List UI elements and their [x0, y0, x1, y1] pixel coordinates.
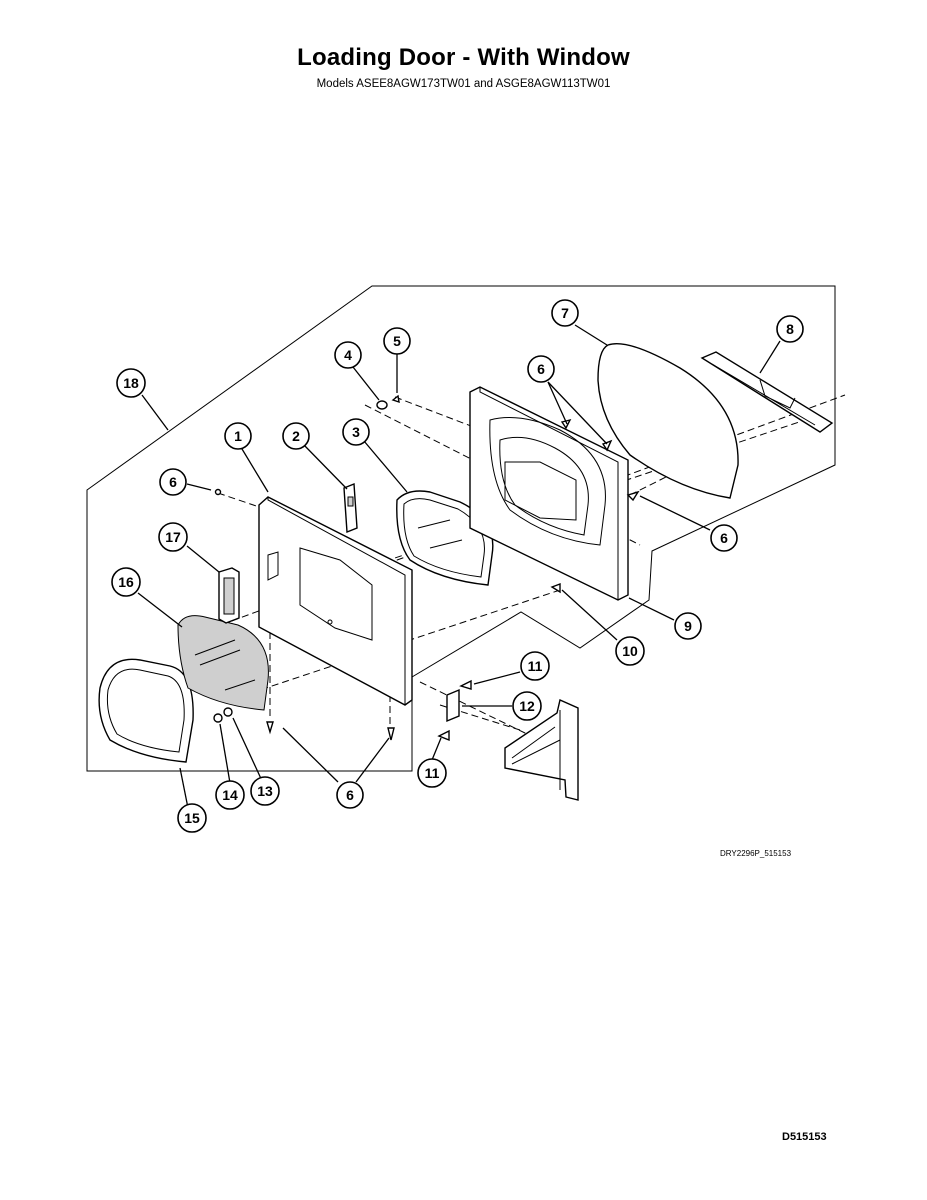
part-inner-door-panel — [469, 386, 629, 601]
part-hinge-hardware — [437, 582, 561, 742]
leader-lines — [137, 324, 781, 809]
callout-label: 16 — [118, 574, 134, 590]
callout-label: 7 — [561, 305, 569, 321]
callout-label: 5 — [393, 333, 401, 349]
callout-18: 18 — [116, 368, 146, 398]
callout-label: 11 — [425, 765, 440, 781]
part-window-trim — [98, 658, 194, 763]
document-number: D515153 — [782, 1131, 827, 1143]
callout-15: 15 — [177, 803, 207, 833]
diagram-subtitle: Models ASEE8AGW173TW01 and ASGE8AGW113TW… — [316, 78, 611, 90]
callout-label: 14 — [222, 787, 238, 803]
diagram-title: Loading Door - With Window — [297, 44, 630, 71]
callout-label: 8 — [786, 321, 794, 337]
part-screws — [213, 418, 640, 741]
callout-label: 6 — [720, 530, 728, 546]
callout-label: 9 — [684, 618, 692, 634]
part-door-strike — [343, 482, 358, 534]
callout-6: 6 — [710, 524, 738, 552]
callout-label: 1 — [234, 428, 242, 444]
callout-label: 2 — [292, 428, 300, 444]
callout-11: 11 — [417, 758, 447, 788]
callout-10: 10 — [615, 636, 645, 666]
callout-8: 8 — [776, 315, 804, 343]
callout-label: 17 — [165, 529, 181, 545]
part-handle-bezel — [218, 567, 240, 624]
callout-11: 11 — [520, 651, 550, 681]
part-washer-screw — [376, 394, 400, 410]
callout-4: 4 — [334, 341, 362, 369]
callout-label: 18 — [123, 375, 139, 391]
callout-14: 14 — [215, 780, 245, 810]
callout-label: 15 — [184, 810, 200, 826]
callout-label: 6 — [537, 361, 545, 377]
callout-6: 6 — [336, 781, 364, 809]
callout-label: 6 — [169, 474, 177, 490]
callout-2: 2 — [282, 422, 310, 450]
part-window-gasket — [396, 490, 494, 586]
callout-17: 17 — [158, 522, 188, 552]
callout-3: 3 — [342, 418, 370, 446]
assembly-boundary — [86, 285, 836, 772]
callout-6: 6 — [159, 468, 187, 496]
part-door-seal — [597, 343, 739, 499]
callout-label: 6 — [346, 787, 354, 803]
callout-label: 10 — [622, 643, 638, 659]
callout-13: 13 — [250, 776, 280, 806]
callout-1: 1 — [224, 422, 252, 450]
part-cabinet-hinge — [504, 699, 579, 801]
callout-12: 12 — [512, 691, 542, 721]
callout-6: 6 — [527, 355, 555, 383]
callout-16: 16 — [111, 567, 141, 597]
callout-label: 4 — [344, 347, 352, 363]
callout-label: 13 — [257, 783, 273, 799]
callout-9: 9 — [674, 612, 702, 640]
drawing-number: DRY2296P_515153 — [720, 849, 792, 858]
part-liner-bracket — [700, 351, 834, 433]
part-outer-door-panel — [258, 496, 413, 706]
callout-label: 3 — [352, 424, 360, 440]
callout-5: 5 — [383, 327, 411, 355]
part-window-glass — [177, 615, 269, 711]
callout-label: 12 — [519, 698, 535, 714]
callout-7: 7 — [551, 299, 579, 327]
callout-label: 11 — [528, 658, 543, 674]
